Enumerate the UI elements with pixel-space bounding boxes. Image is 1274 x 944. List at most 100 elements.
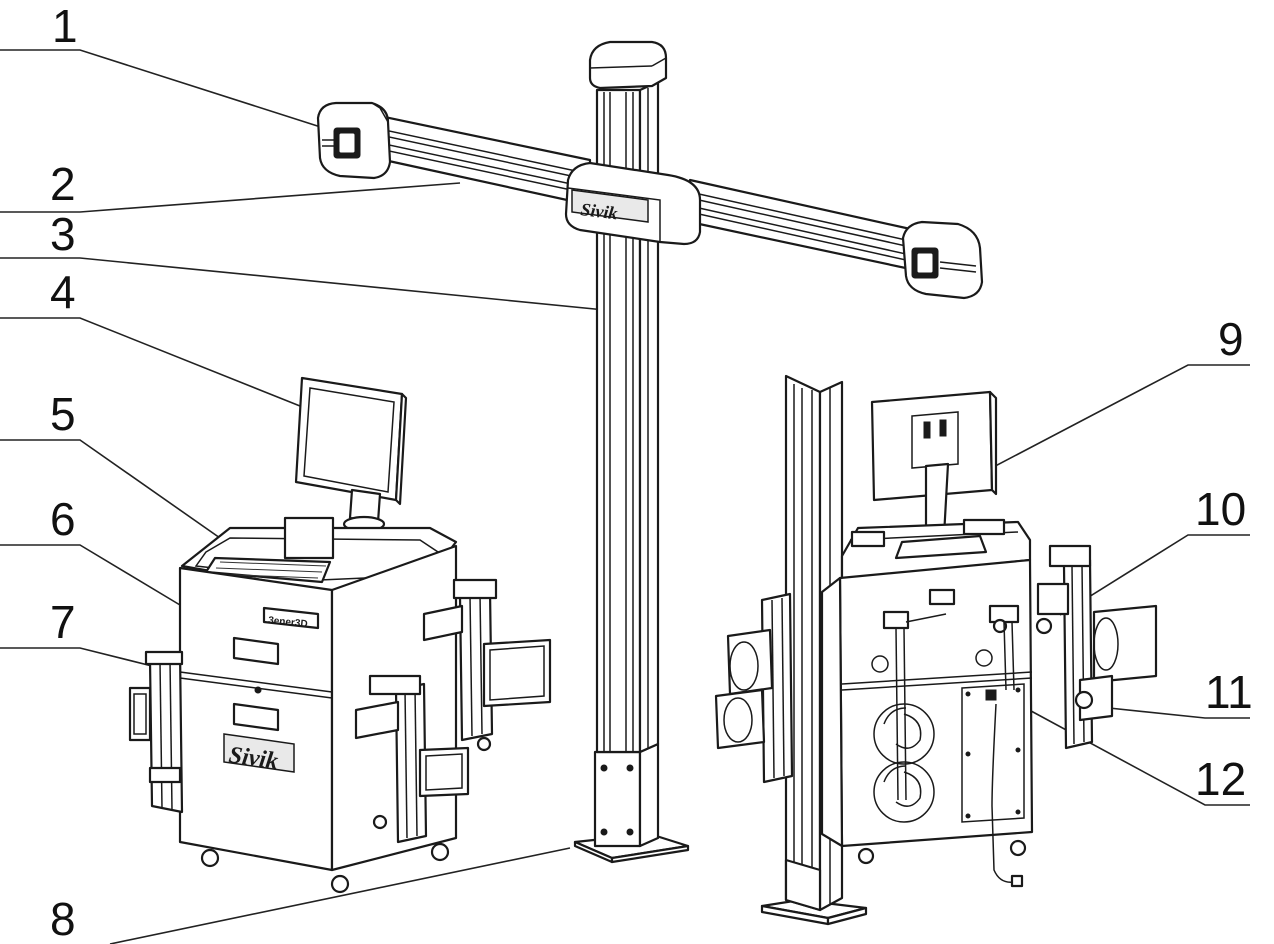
leader-8 — [109, 847, 571, 944]
leader-1 — [0, 49, 331, 131]
tower-top-cap — [588, 40, 668, 90]
crossbar-left-arm — [373, 113, 592, 207]
target-plate-upper — [482, 638, 552, 708]
callout-3: 3 — [50, 208, 76, 260]
side-wheel-clamp-upper — [422, 578, 552, 752]
panel-split — [841, 677, 1033, 691]
left-wheel-clamp — [128, 650, 184, 814]
leader-5 — [0, 439, 241, 553]
crossbar-right-arm — [688, 178, 917, 272]
crossbar-logo: Sivik — [580, 199, 619, 223]
rear-vents — [871, 649, 993, 823]
left-monitor — [294, 376, 404, 502]
bolt — [626, 828, 634, 836]
arm-rail — [689, 205, 916, 257]
monitor-edge — [394, 392, 408, 506]
tower-lower-sleeve-side — [638, 742, 660, 848]
callout-5: 5 — [50, 388, 76, 440]
rear-target-right-upper — [1092, 604, 1158, 684]
leader-7 — [0, 647, 161, 669]
callout-12: 12 — [1195, 753, 1246, 805]
callout-1: 1 — [52, 0, 78, 52]
callout-7: 7 — [50, 596, 76, 648]
callout-4: 4 — [50, 266, 76, 318]
arm-rail — [689, 197, 916, 249]
leader-2 — [0, 182, 461, 213]
leader-11 — [1089, 705, 1250, 719]
carriage-logo-plate — [571, 189, 649, 223]
callout-6: 6 — [50, 493, 76, 545]
lower-drawer-handle — [232, 702, 280, 732]
panel-split — [841, 671, 1033, 685]
clamp-hanger-left — [882, 610, 947, 801]
rear-target-upper — [726, 628, 774, 696]
callout-2: 2 — [50, 158, 76, 210]
rear-right-clamp — [1036, 544, 1158, 750]
caster — [430, 842, 450, 862]
rear-tower-sleeve — [784, 858, 822, 912]
carriage-seam — [567, 187, 661, 242]
rear-badge — [928, 588, 956, 606]
arm-rail — [689, 191, 916, 243]
cabinet-badge-plate — [262, 606, 320, 630]
caster — [330, 874, 350, 894]
clamp-hanger-right — [988, 604, 1053, 691]
leader-10 — [1059, 534, 1250, 616]
callout-11: 11 — [1205, 666, 1253, 718]
right-cabinet-side — [820, 576, 844, 848]
power-cord — [985, 689, 1024, 888]
arm-rail — [689, 211, 916, 263]
upper-drawer-handle — [232, 636, 280, 666]
right-top-handle — [894, 534, 988, 560]
camera-edge — [371, 102, 389, 123]
leader-4 — [0, 317, 311, 411]
callout-9: 9 — [1218, 313, 1244, 365]
lens-inner — [338, 132, 356, 154]
monitor-mount — [911, 411, 959, 469]
bolt — [626, 764, 634, 772]
side-wheel-clamp-lower — [354, 674, 470, 844]
caster — [1009, 839, 1027, 857]
cap-seam — [651, 57, 667, 67]
leader-6 — [0, 544, 186, 609]
callout-numbers: 1 2 3 4 5 6 7 8 9 10 11 12 — [50, 0, 1253, 944]
right-camera — [901, 220, 984, 300]
top-tray — [850, 530, 886, 548]
drawer-lock — [254, 686, 262, 694]
arm-rail — [374, 133, 591, 181]
drawer-split — [179, 671, 333, 693]
rear-access-panel — [961, 683, 1025, 823]
camera-tower — [573, 40, 690, 864]
right-cabinet — [714, 390, 1158, 888]
mount-slot — [923, 421, 931, 439]
arm-rail — [374, 127, 591, 175]
leader-9 — [939, 364, 1250, 496]
top-tray — [962, 518, 1006, 536]
rear-left-clamp — [714, 592, 794, 784]
cap-seam — [589, 65, 653, 69]
callout-10: 10 — [1195, 483, 1246, 535]
left-cabinet: Sivik 3ener3D — [128, 376, 552, 894]
bolt — [600, 764, 608, 772]
left-monitor-screen — [303, 387, 395, 493]
cabinet-logo-plate — [223, 733, 295, 773]
leader-lines — [0, 49, 1250, 944]
top-tray-cover — [283, 516, 335, 560]
arm-rail — [374, 141, 591, 189]
caster — [857, 847, 875, 865]
cabinet-badge: 3ener3D — [268, 615, 308, 630]
camera-crossbar: Sivik — [316, 101, 984, 300]
target-plate-lower — [418, 746, 470, 798]
lens-inner — [916, 252, 934, 274]
camera-slot — [939, 267, 977, 273]
leader-3 — [0, 257, 626, 313]
rear-tower-base-side — [826, 906, 868, 926]
callout-8: 8 — [50, 893, 76, 944]
tower-base-plate-side — [610, 844, 690, 864]
caster — [200, 848, 220, 868]
camera-slot — [939, 261, 977, 267]
monitor-edge — [988, 390, 998, 496]
mount-slot — [939, 419, 947, 437]
bolt — [600, 828, 608, 836]
